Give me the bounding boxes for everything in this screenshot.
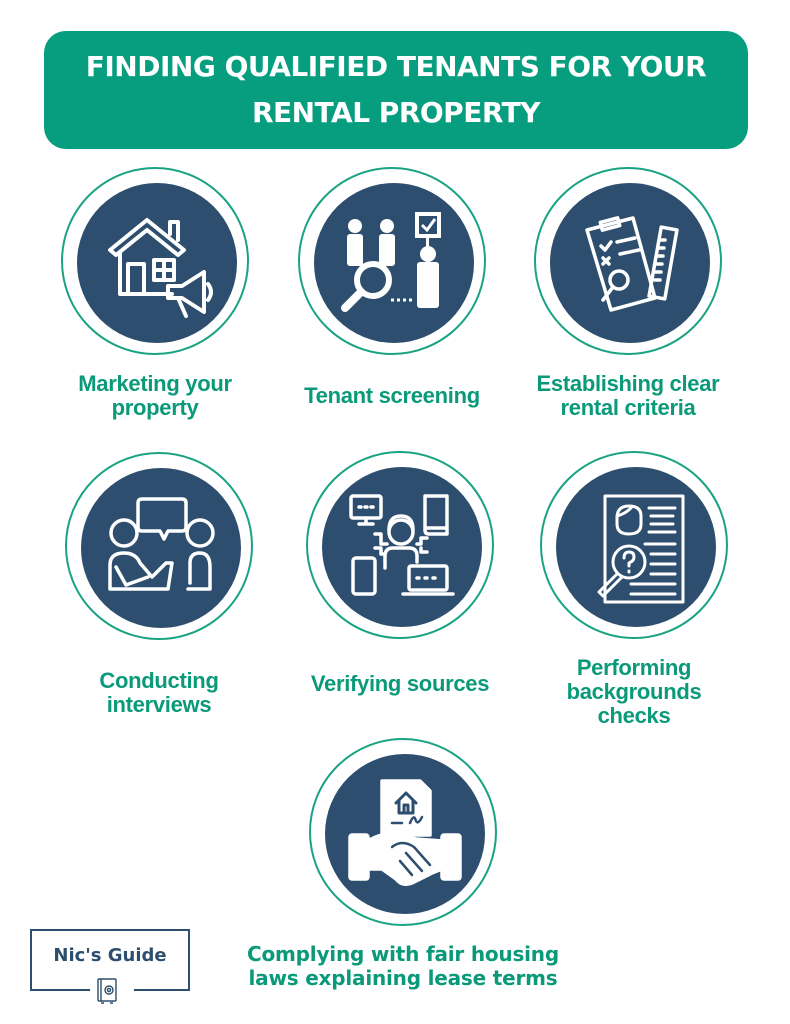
step-ring [298, 167, 486, 355]
logo-text: Nic's Guide [53, 945, 167, 966]
house-megaphone-icon [77, 183, 237, 343]
step-ring [534, 167, 722, 355]
step-ring [65, 452, 253, 640]
step-label: Marketing your property [78, 371, 232, 420]
step-ring [540, 451, 728, 639]
step-label: Conducting interviews [99, 668, 219, 717]
step-ring [309, 738, 497, 926]
clipboard-ruler-icon [550, 183, 710, 343]
step-ring [306, 451, 494, 639]
lease-handshake-icon [325, 754, 485, 914]
step-label: Tenant screening [304, 383, 480, 408]
resume-magnifier-icon [556, 467, 716, 627]
step-label: Establishing clear rental criteria [536, 371, 720, 420]
person-devices-icon [322, 467, 482, 627]
logo-border-gap [90, 987, 134, 993]
step-label: Performing backgrounds checks [566, 655, 702, 728]
page-title: FINDING QUALIFIED TENANTS FOR YOUR RENTA… [85, 50, 707, 129]
interview-conversation-icon [81, 468, 241, 628]
tenant-search-icon [314, 183, 474, 343]
step-label: Complying with fair housing laws explain… [247, 942, 559, 990]
safe-icon [97, 978, 117, 1004]
title-banner: FINDING QUALIFIED TENANTS FOR YOUR RENTA… [44, 31, 748, 149]
step-ring [61, 167, 249, 355]
step-label: Verifying sources [310, 671, 490, 696]
